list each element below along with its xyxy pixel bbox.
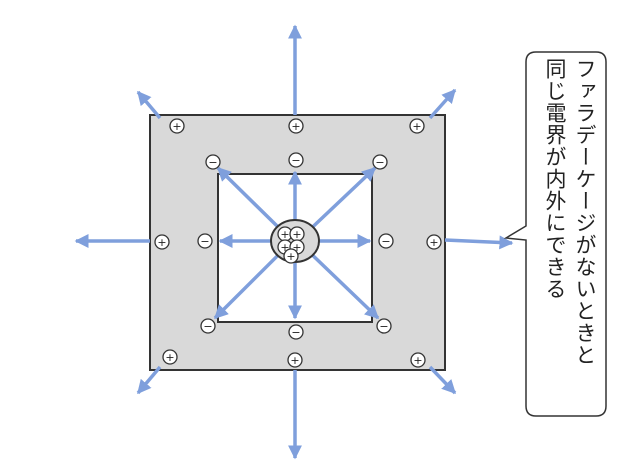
outer-field-arrow-down-left xyxy=(136,365,162,395)
inner-negative-charge-6-symbol: − xyxy=(203,320,212,333)
callout-line-1: ファラデーケージがないときと xyxy=(573,58,597,366)
outer-field-arrow-up-left xyxy=(136,90,162,120)
outer-positive-charge-3: + xyxy=(409,118,425,134)
outer-positive-charge-6-symbol: + xyxy=(165,351,174,364)
inner-negative-charge-8: − xyxy=(376,318,392,334)
outer-field-arrow-down-right xyxy=(428,365,457,395)
outer-positive-charge-7-symbol: + xyxy=(290,354,299,367)
outer-field-arrow-up-right xyxy=(428,88,457,120)
central-positive-charge-5: + xyxy=(283,248,299,264)
central-positive-charge-3-symbol: + xyxy=(280,241,289,254)
outer-positive-charge-8-symbol: + xyxy=(413,354,422,367)
inner-field-arrow-up-left xyxy=(216,166,279,228)
central-positive-charge-5-symbol: + xyxy=(286,250,295,263)
callout-text: ファラデーケージがないときと 同じ電界が内外にできる xyxy=(530,58,600,410)
inner-field-arrow-down-right xyxy=(311,254,380,320)
outer-positive-charge-4-symbol: + xyxy=(157,236,166,249)
inner-negative-charge-3-symbol: − xyxy=(375,156,384,169)
central-positive-charge-2-symbol: + xyxy=(292,228,301,241)
inner-field-arrow-down-left xyxy=(213,254,279,320)
inner-negative-charge-4: − xyxy=(197,233,213,249)
outer-positive-charge-1-symbol: + xyxy=(172,120,181,133)
outer-positive-charge-6: + xyxy=(162,349,178,365)
inner-negative-charge-8-symbol: − xyxy=(379,320,388,333)
outer-positive-charge-3-symbol: + xyxy=(412,120,421,133)
charges: +++++−−−−−−−−++++++++ xyxy=(154,118,442,368)
callout-line-2: 同じ電界が内外にできる xyxy=(543,58,567,300)
central-positive-charge-4-symbol: + xyxy=(292,241,301,254)
inner-negative-charge-5: − xyxy=(378,233,394,249)
inner-field-arrow-up-right xyxy=(311,166,377,229)
outer-positive-charge-5-symbol: + xyxy=(429,236,438,249)
inner-negative-charge-1-symbol: − xyxy=(208,156,217,169)
central-positive-charge-1-symbol: + xyxy=(280,228,289,241)
outer-positive-charge-4: + xyxy=(154,234,170,250)
inner-negative-charge-7-symbol: − xyxy=(291,326,300,339)
outer-positive-charge-5: + xyxy=(426,234,442,250)
inner-negative-charge-4-symbol: − xyxy=(200,235,209,248)
outer-positive-charge-2: + xyxy=(288,118,304,134)
inner-negative-charge-3: − xyxy=(372,154,388,170)
inner-negative-charge-7: − xyxy=(288,324,304,340)
inner-field-lines xyxy=(213,166,380,320)
outer-positive-charge-7: + xyxy=(287,352,303,368)
inner-negative-charge-2-symbol: − xyxy=(291,154,300,167)
outer-field-lines xyxy=(74,24,514,460)
inner-negative-charge-1: − xyxy=(205,154,221,170)
outer-positive-charge-1: + xyxy=(169,118,185,134)
outer-positive-charge-8: + xyxy=(410,352,426,368)
inner-negative-charge-2: − xyxy=(288,152,304,168)
outer-positive-charge-2-symbol: + xyxy=(291,120,300,133)
inner-negative-charge-6: − xyxy=(200,318,216,334)
outer-field-arrow-right xyxy=(444,235,514,250)
inner-negative-charge-5-symbol: − xyxy=(381,235,390,248)
